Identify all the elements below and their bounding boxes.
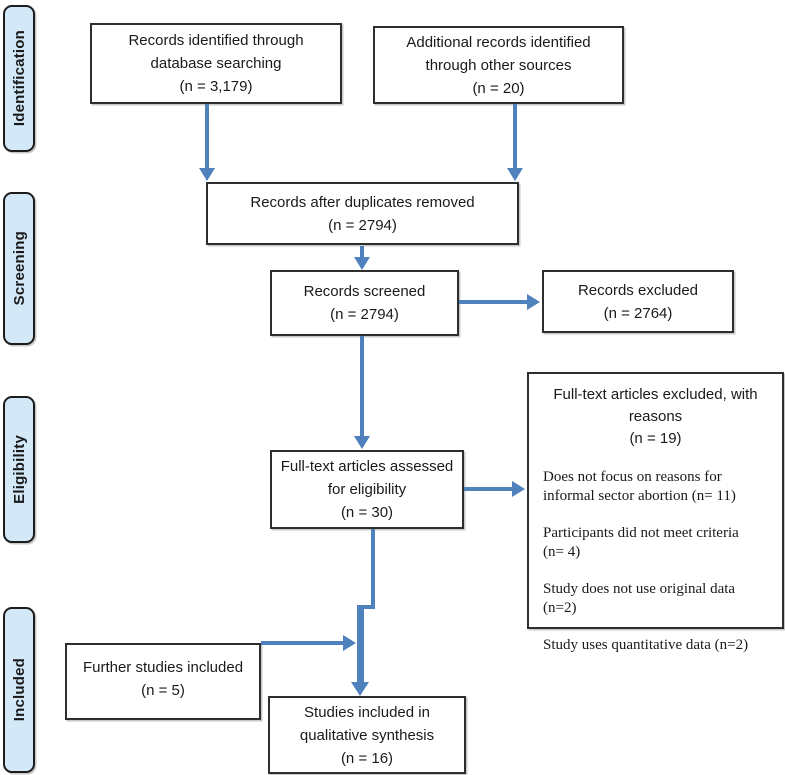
box-line: database searching: [150, 55, 282, 72]
arrow-shaft: [261, 641, 343, 645]
box-fulltext-excluded: Full-text articles excluded, with reason…: [527, 372, 784, 653]
stage-label-text: Screening: [10, 231, 28, 306]
box-line: (n = 19): [629, 430, 682, 447]
arrow-additional-to-duplicates: [507, 104, 523, 181]
arrow-head-down-icon: [507, 168, 523, 181]
box-additional-records: Additional records identified through ot…: [373, 26, 624, 104]
arrow-further-to-synthesis: [261, 635, 356, 651]
arrow-duplicates-to-screened: [354, 246, 370, 270]
box-line: Further studies included: [82, 659, 244, 676]
arrow-screened-to-excluded: [459, 294, 540, 310]
box-records-screened: Records screened (n = 2794): [270, 270, 459, 336]
arrow-head-right-icon: [343, 635, 356, 651]
box-line: Full-text articles excluded, with: [553, 386, 758, 403]
stage-label-text: Eligibility: [10, 435, 28, 504]
reason-line: (n=2): [543, 600, 577, 616]
stage-label-identification: Identification: [3, 5, 35, 152]
exclusion-reason: Does not focus on reasons for informal s…: [543, 468, 768, 506]
box-further-studies: Further studies included (n = 5): [65, 643, 261, 720]
reason-line: (n= 4): [543, 544, 581, 560]
box-line: qualitative synthesis: [299, 726, 435, 744]
box-line: (n = 20): [472, 79, 525, 97]
reason-line: Study uses quantitative data (n=2): [543, 637, 749, 653]
line-fulltext-down: [371, 529, 375, 609]
box-line: Records after duplicates removed: [250, 193, 475, 211]
box-qualitative-synthesis: Studies included in qualitative synthesi…: [268, 696, 466, 774]
stage-label-eligibility: Eligibility: [3, 396, 35, 543]
box-line: (n = 5): [141, 682, 185, 699]
reason-line: informal sector abortion (n= 11): [543, 488, 736, 504]
box-duplicates-removed: Records after duplicates removed (n = 27…: [206, 182, 519, 245]
arrow-shaft: [205, 104, 209, 168]
exclusion-reason: Study does not use original data (n=2): [543, 580, 768, 618]
arrow-head-down-icon: [354, 436, 370, 449]
line-fulltext-jog: [358, 605, 375, 609]
box-line: reasons: [628, 408, 683, 425]
arrow-head-down-icon: [199, 168, 215, 181]
arrow-fulltext-to-excluded: [464, 481, 525, 497]
arrow-shaft: [464, 487, 512, 491]
box-line: Records excluded: [577, 281, 699, 299]
box-line: Additional records identified: [406, 33, 591, 51]
box-line: (n = 16): [340, 749, 394, 767]
box-line: Studies included in: [304, 703, 430, 721]
reason-line: Does not focus on reasons for: [543, 469, 722, 485]
stage-label-text: Identification: [10, 30, 28, 127]
box-line: Full-text articles assessed: [280, 458, 454, 475]
reason-line: Participants did not meet criteria: [543, 525, 739, 541]
box-line: through other sources: [425, 56, 572, 74]
arrow-shaft: [360, 336, 364, 436]
arrow-head-right-icon: [527, 294, 540, 310]
box-line: Records identified through: [128, 32, 304, 49]
arrow-shaft: [459, 300, 527, 304]
box-line: (n = 2794): [328, 216, 397, 234]
arrow-head-right-icon: [512, 481, 525, 497]
stage-label-included: Included: [3, 607, 35, 773]
exclusion-reason: Participants did not meet criteria (n= 4…: [543, 524, 768, 562]
box-line: (n = 3,179): [179, 78, 253, 95]
box-line: for eligibility: [327, 481, 407, 498]
stage-label-screening: Screening: [3, 192, 35, 345]
arrow-shaft: [513, 104, 517, 168]
arrow-screened-to-fulltext: [354, 336, 370, 449]
box-records-identified: Records identified through database sear…: [90, 23, 342, 104]
box-records-excluded: Records excluded (n = 2764): [542, 270, 734, 333]
fulltext-excluded-header: Full-text articles excluded, with reason…: [543, 384, 768, 450]
box-line: (n = 2764): [603, 304, 673, 322]
box-line: (n = 30): [340, 504, 394, 521]
box-line: Records screened: [303, 283, 426, 300]
arrow-to-synthesis: [351, 605, 369, 696]
box-fulltext-assessed: Full-text articles assessed for eligibil…: [270, 450, 464, 529]
arrow-shaft: [356, 605, 364, 682]
box-line: (n = 2794): [330, 306, 399, 323]
exclusion-reason: Study uses quantitative data (n=2): [543, 636, 768, 655]
arrow-identified-to-duplicates: [199, 104, 215, 181]
arrow-shaft: [360, 246, 364, 257]
reason-line: Study does not use original data: [543, 581, 736, 597]
arrow-head-down-icon: [354, 257, 370, 270]
stage-label-text: Included: [10, 658, 28, 722]
arrow-head-down-icon: [351, 682, 369, 696]
